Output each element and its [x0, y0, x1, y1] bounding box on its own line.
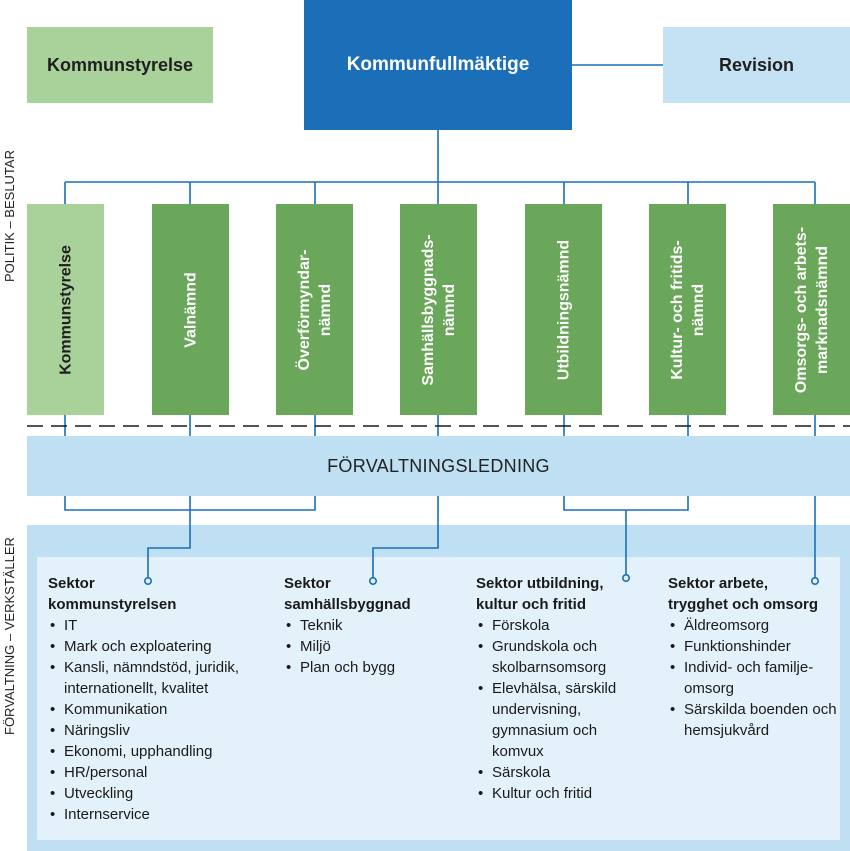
- revision-label: Revision: [718, 54, 795, 75]
- committee-bar-overformyndarnamnd: Överförmyndar- nämnd: [276, 204, 353, 415]
- kommunfullmaktige-label: Kommunfullmäktige: [346, 54, 530, 75]
- list-item: Funktionshinder: [668, 636, 838, 657]
- sector-list: Teknik Miljö Plan och bygg: [284, 615, 454, 678]
- list-item: Kultur och fritid: [476, 783, 651, 804]
- committee-bar-utbildningsnamnd: Utbildningsnämnd: [525, 204, 602, 415]
- list-item: IT: [48, 615, 268, 636]
- list-item: Plan och bygg: [284, 657, 454, 678]
- list-item: Mark och exploatering: [48, 636, 268, 657]
- committee-bar-valnamnd: Valnämnd: [152, 204, 229, 415]
- list-item: Ekonomi, upphandling: [48, 741, 268, 762]
- committee-bar-samhallsbyggnadsnamnd: Samhällsbyggnads- nämnd: [400, 204, 477, 415]
- list-item: Internservice: [48, 804, 268, 825]
- kommunfullmaktige-box: Kommunfullmäktige: [304, 0, 572, 130]
- sector-list: Förskola Grundskola och skolbarnsomsorg …: [476, 615, 651, 804]
- sector-kommunstyrelsen: Sektor kommunstyrelsen IT Mark och explo…: [48, 573, 268, 825]
- list-item: Särskola: [476, 762, 651, 783]
- top-kommunstyrelse-box: Kommunstyrelse: [27, 27, 213, 103]
- list-item: Äldreomsorg: [668, 615, 838, 636]
- forvaltningsledning-band: FÖRVALTNINGSLEDNING: [27, 436, 850, 496]
- sector-title: Sektor kommunstyrelsen: [48, 575, 177, 613]
- top-kommunstyrelse-label: Kommunstyrelse: [46, 54, 194, 75]
- list-item: Förskola: [476, 615, 651, 636]
- list-item: Teknik: [284, 615, 454, 636]
- sector-samhallsbyggnad: Sektor samhällsbyggnad Teknik Miljö Plan…: [284, 573, 454, 678]
- sector-arbete-trygghet-omsorg: Sektor arbete, trygghet och omsorg Äldre…: [668, 573, 838, 741]
- list-item: HR/personal: [48, 762, 268, 783]
- list-item: Utveckling: [48, 783, 268, 804]
- list-item: Miljö: [284, 636, 454, 657]
- list-item: Elevhälsa, särskild undervisning, gymnas…: [476, 678, 651, 762]
- sector-utbildning-kultur-fritid: Sektor utbildning, kultur och fritid För…: [476, 573, 651, 804]
- list-item: Kansli, nämndstöd, juridik, internatione…: [48, 657, 268, 699]
- revision-box: Revision: [663, 27, 850, 103]
- committee-bar-kultur-fritidsnamnd: Kultur- och fritids- nämnd: [649, 204, 726, 415]
- sector-title: Sektor samhällsbyggnad: [284, 575, 411, 613]
- sector-list: Äldreomsorg Funktionshinder Individ- och…: [668, 615, 838, 741]
- list-item: Grundskola och skolbarnsomsorg: [476, 636, 651, 678]
- sector-list: IT Mark och exploatering Kansli, nämndst…: [48, 615, 268, 825]
- sector-title: Sektor utbildning, kultur och fritid: [476, 575, 604, 613]
- committee-bar-omsorgs-arbetsmarknadsnamnd: Omsorgs- och arbets- marknadsnämnd: [773, 204, 850, 415]
- list-item: Särskilda boenden och hemsjukvård: [668, 699, 838, 741]
- list-item: Kommunikation: [48, 699, 268, 720]
- forvaltningsledning-label: FÖRVALTNINGSLEDNING: [327, 455, 550, 476]
- sector-title: Sektor arbete, trygghet och omsorg: [668, 575, 819, 613]
- committee-bar-kommunstyrelse: Kommunstyrelse: [27, 204, 104, 415]
- list-item: Näringsliv: [48, 720, 268, 741]
- list-item: Individ- och familje-omsorg: [668, 657, 838, 699]
